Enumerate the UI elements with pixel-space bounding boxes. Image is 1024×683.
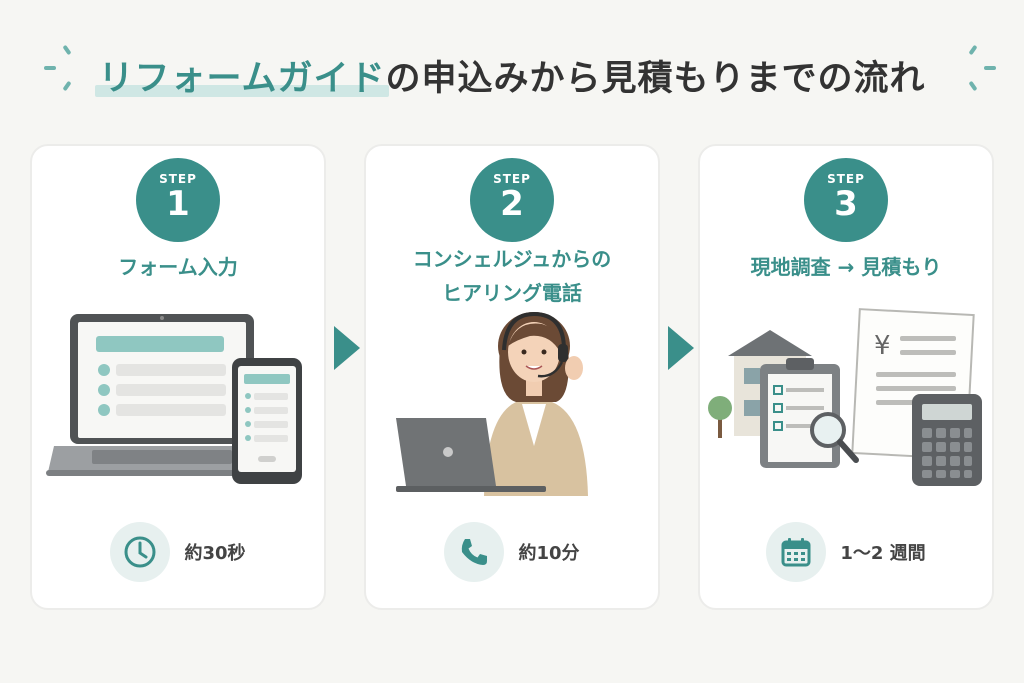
arrow-right-icon	[334, 326, 360, 370]
step-title: フォーム入力	[32, 250, 324, 284]
step-card-1: STEP 1 フォーム入力	[30, 144, 326, 610]
step-title-line: フォーム入力	[118, 255, 238, 279]
step-title-line: 現地調査 → 見積もり	[750, 255, 942, 279]
step-title-line: ヒアリング電話	[442, 281, 582, 305]
step-badge: STEP 3	[804, 158, 888, 242]
step-badge: STEP 2	[470, 158, 554, 242]
svg-text:¥: ¥	[874, 331, 891, 361]
duration-text: 約30秒	[184, 543, 246, 564]
duration-row: 約10分	[366, 520, 658, 584]
step-badge-label: STEP	[493, 172, 531, 186]
title-rest: の申込みから見積もりまでの流れ	[385, 58, 926, 99]
step-card-2: STEP 2 コンシェルジュからの ヒアリング電話	[364, 144, 660, 610]
step-number: 1	[166, 184, 190, 224]
sparkle-left-icon	[40, 44, 80, 94]
phone-icon	[444, 522, 505, 582]
laptop-phone-illustration	[32, 306, 324, 506]
step-badge-label: STEP	[827, 172, 865, 186]
step-title-line: コンシェルジュからの	[412, 247, 612, 271]
step-number: 3	[834, 184, 858, 224]
step-badge: STEP 1	[136, 158, 220, 242]
clock-icon	[110, 522, 171, 582]
page-title: リフォームガイドの申込みから見積もりまでの流れ	[0, 40, 1024, 110]
duration-row: 1～2 週間	[700, 520, 992, 584]
survey-estimate-illustration: ¥	[700, 306, 992, 506]
duration-row: 約30秒	[32, 520, 324, 584]
duration-text: 約10分	[518, 543, 580, 564]
step-card-3: STEP 3 現地調査 → 見積もり ¥	[698, 144, 994, 610]
calendar-icon	[766, 522, 827, 582]
title-highlight: リフォームガイド	[98, 58, 386, 99]
step-badge-label: STEP	[159, 172, 197, 186]
step-title: コンシェルジュからの ヒアリング電話	[366, 242, 658, 310]
arrow-right-icon	[668, 326, 694, 370]
duration-text: 1～2 週間	[840, 543, 926, 564]
step-title: 現地調査 → 見積もり	[700, 250, 992, 284]
concierge-illustration	[366, 306, 658, 506]
step-number: 2	[500, 184, 524, 224]
sparkle-right-icon	[962, 44, 1002, 94]
